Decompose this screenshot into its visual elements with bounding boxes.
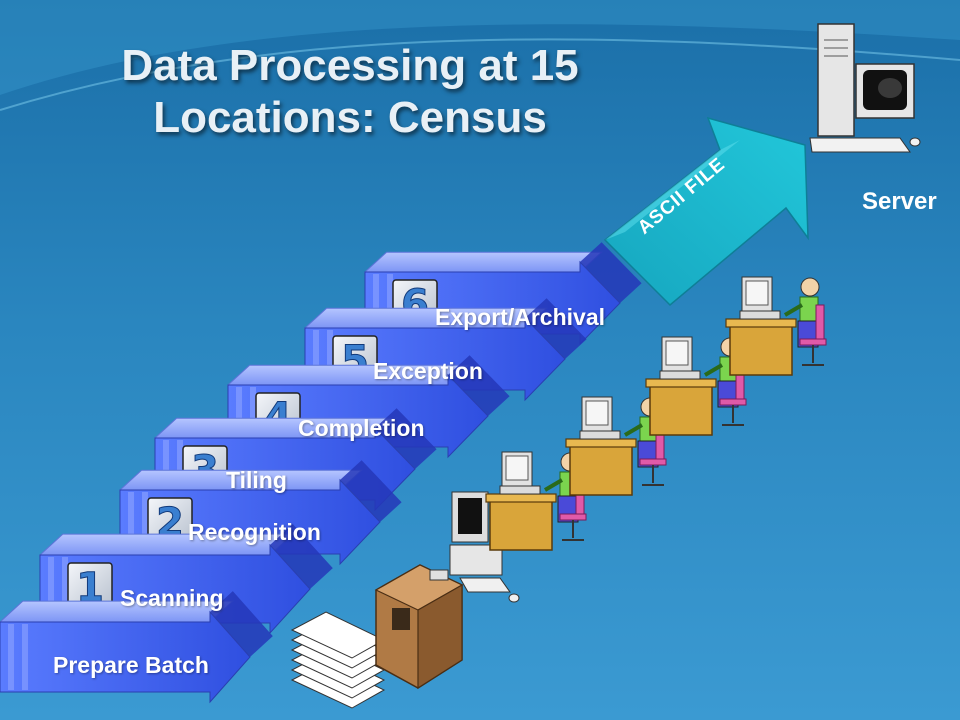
step-label-export-archival: Export/Archival — [435, 304, 605, 330]
computer-workstation-icon — [449, 491, 520, 603]
step-arrows: 654321 — [0, 242, 642, 704]
page-title: Data Processing at 15 Locations: Census — [121, 41, 579, 142]
step-label-tiling: Tiling — [226, 467, 287, 493]
step-label-recognition: Recognition — [188, 519, 321, 545]
paper-stack-icon — [290, 611, 386, 709]
step-label-prepare-batch: Prepare Batch — [53, 652, 209, 678]
step-label-completion: Completion — [298, 415, 425, 441]
background-swoosh — [0, 0, 960, 95]
operator-at-desk-icon — [645, 336, 747, 436]
arrow-prepare-batch — [0, 591, 273, 704]
ascii-file-arrow — [603, 116, 809, 307]
step-label-scanning: Scanning — [120, 585, 224, 611]
operator-at-desk-icon — [565, 396, 667, 496]
step-label-exception: Exception — [373, 358, 483, 384]
server-tower-icon — [809, 23, 921, 153]
printer-icon — [374, 564, 464, 690]
server-label: Server — [862, 188, 937, 215]
operators — [485, 276, 827, 551]
operator-at-desk-icon — [485, 451, 587, 551]
operator-at-desk-icon — [725, 276, 827, 376]
background-swoosh-line — [0, 38, 960, 111]
